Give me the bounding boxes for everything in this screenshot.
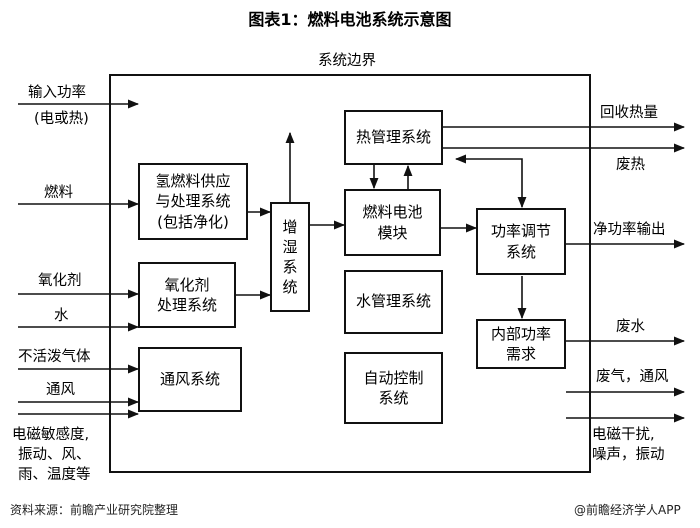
auto-control-box: 自动控制 系统 [344, 352, 443, 424]
env-label-1: 电磁敏感度, [12, 427, 90, 443]
figure-title: 图表1：燃料电池系统示意图 [248, 10, 452, 29]
oxidant-label: 氧化剂 [38, 273, 82, 289]
ventilation-label: 通风 [46, 382, 75, 398]
thermal-management-box: 热管理系统 [344, 110, 443, 165]
water-management-box: 水管理系统 [344, 270, 443, 334]
env-label-3: 雨、温度等 [18, 467, 91, 483]
source-note: 资料来源：前瞻产业研究院整理 [10, 503, 179, 517]
power-conditioning-box: 功率调节 系统 [476, 208, 566, 275]
fuel-label: 燃料 [44, 185, 73, 201]
emi-label-2: 噪声，振动 [592, 447, 665, 463]
hydrogen-supply-box: 氢燃料供应 与处理系统 (包括净化) [138, 163, 248, 240]
exhaust-label: 废气，通风 [596, 369, 669, 385]
recovered-heat-label: 回收热量 [600, 105, 658, 121]
env-label-2: 振动、风、 [18, 447, 91, 463]
oxidant-processing-box: 氧化剂 处理系统 [138, 262, 236, 328]
humidifier-box: 增 湿 系 统 [270, 202, 310, 312]
input-power-label: 输入功率 [28, 85, 86, 101]
ventilation-system-box: 通风系统 [138, 347, 242, 412]
net-power-label: 净功率输出 [593, 222, 666, 238]
system-boundary-label: 系统边界 [318, 53, 376, 69]
internal-power-demand-box: 内部功率 需求 [476, 319, 566, 369]
arrow-thermal-power [454, 154, 527, 209]
water-label: 水 [54, 308, 69, 324]
system-boundary [109, 74, 591, 473]
inert-gas-label: 不活泼气体 [18, 349, 91, 365]
fuel-cell-stack-box: 燃料电池 模块 [344, 189, 441, 256]
emi-label-1: 电磁干扰, [592, 427, 655, 443]
waste-water-label: 废水 [616, 319, 645, 335]
input-power-label-2: (电或热) [34, 111, 89, 127]
brand-credit: @前瞻经济学人APP [574, 503, 681, 517]
waste-heat-label: 废热 [616, 157, 645, 173]
